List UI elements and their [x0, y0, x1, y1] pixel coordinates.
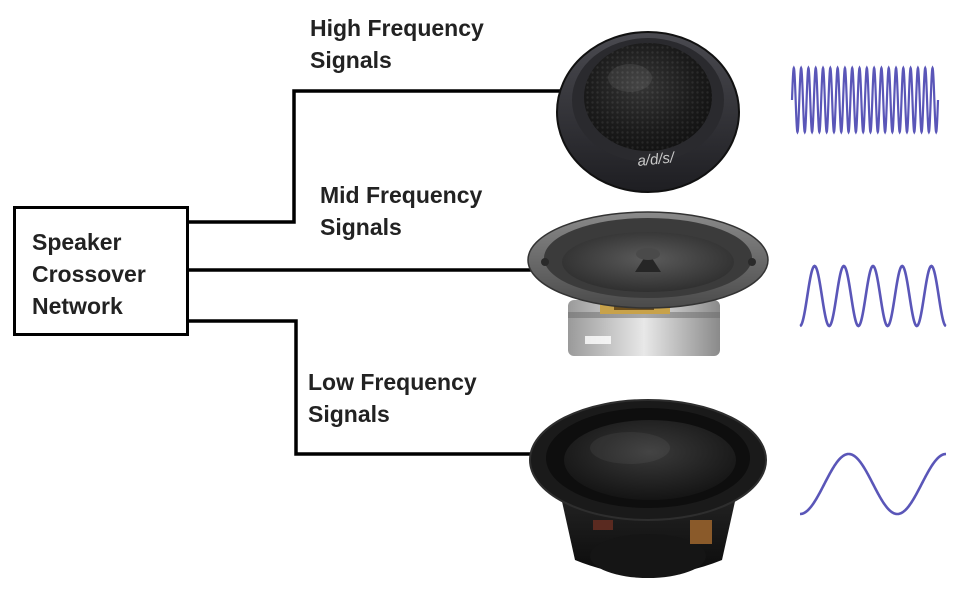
low-frequency-label-line1: Low Frequency — [308, 369, 477, 395]
mid-frequency-label: Mid Frequency Signals — [320, 179, 482, 243]
mid-frequency-label-line2: Signals — [320, 214, 402, 240]
low-frequency-label: Low Frequency Signals — [308, 366, 477, 430]
high-frequency-label-line2: Signals — [310, 47, 392, 73]
high-frequency-label: High Frequency Signals — [310, 12, 484, 76]
crossover-label: Speaker Crossover Network — [32, 226, 146, 322]
high-frequency-wave — [790, 65, 940, 135]
low-frequency-label-line2: Signals — [308, 401, 390, 427]
tweeter-speaker: a/d/s/ — [556, 31, 740, 193]
mid-frequency-label-line1: Mid Frequency — [320, 182, 483, 208]
wire-group — [189, 89, 560, 456]
crossover-label-line2: Crossover — [32, 261, 146, 287]
midrange-speaker — [527, 211, 769, 356]
wire-high — [189, 89, 560, 224]
mid-frequency-wave — [799, 264, 947, 328]
low-frequency-wave — [799, 452, 947, 516]
wire-low — [189, 319, 545, 456]
crossover-label-line3: Network — [32, 293, 123, 319]
crossover-network-box: Speaker Crossover Network — [13, 206, 189, 336]
woofer-speaker — [529, 399, 767, 578]
crossover-label-line1: Speaker — [32, 229, 122, 255]
high-frequency-label-line1: High Frequency — [310, 15, 484, 41]
tweeter-brand: a/d/s/ — [637, 149, 677, 170]
